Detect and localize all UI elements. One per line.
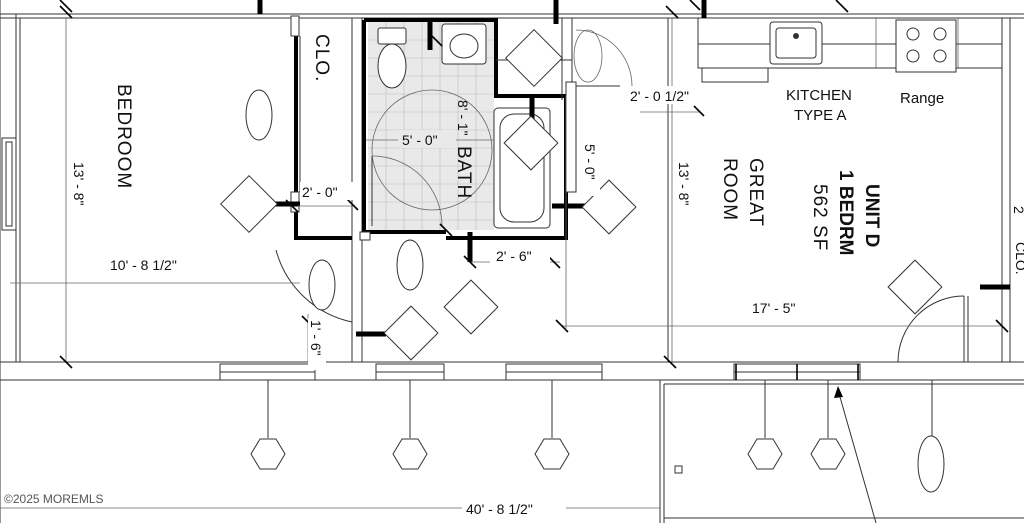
bathroom xyxy=(359,18,568,262)
watermark: ©2025 MOREMLS xyxy=(4,492,104,506)
dim-great-room-height: 13' - 8" xyxy=(676,162,692,205)
unit-type: 1 BEDRM xyxy=(835,170,856,256)
dim-overall-width-group: 40' - 8 1/2" xyxy=(0,498,660,518)
dim-hall-vertical: 5' - 0" xyxy=(582,144,598,180)
dim-bedroom-height: 13' - 8" xyxy=(71,162,87,205)
dim-door-side: 1' - 6" xyxy=(308,320,324,356)
dim-hall-vertical-group: 5' - 0" xyxy=(582,140,600,196)
dim-great-room-width: 17' - 5" xyxy=(752,300,795,316)
kitchen-label-line2: TYPE A xyxy=(794,107,847,124)
dim-bath-width-group: 5' - 0" xyxy=(398,130,456,148)
great-room-label-line1: GREAT xyxy=(745,158,766,227)
closet-label: CLO. xyxy=(311,34,332,82)
dim-great-room-height-group: 13' - 8" xyxy=(676,158,694,224)
dim-bedroom-width: 10' - 8 1/2" xyxy=(110,257,177,273)
exterior-lights xyxy=(250,380,933,523)
unit-area: 562 SF xyxy=(809,184,830,251)
bedroom-label: BEDROOM xyxy=(113,84,134,189)
kitchen-label-line1: KITCHEN xyxy=(786,87,852,104)
bedroom-door xyxy=(275,240,386,337)
balcony xyxy=(659,379,1024,523)
dim-bedroom-width-group: 10' - 8 1/2" xyxy=(104,256,208,274)
windows xyxy=(219,363,861,381)
dim-right-partial: 2 xyxy=(1011,206,1024,214)
dim-closet-depth-group: 2' - 0" xyxy=(300,182,354,200)
unit-name: UNIT D xyxy=(861,184,882,247)
bath-label: BATH xyxy=(453,146,474,199)
dim-bath-width: 5' - 0" xyxy=(402,132,438,148)
dim-kitchen-top: 2' - 0 1/2" xyxy=(630,88,689,104)
closet-right-label: CLO. xyxy=(1013,242,1024,275)
dim-bath-bottom-group: 2' - 6" xyxy=(490,246,550,264)
dim-closet-depth: 2' - 0" xyxy=(302,184,338,200)
great-room-label-line2: ROOM xyxy=(719,158,740,221)
dim-great-room-width-group: 17' - 5" xyxy=(746,298,820,316)
fixture-symbols xyxy=(220,29,945,493)
range-label: Range xyxy=(900,90,944,107)
dim-door-side-group: 1' - 6" xyxy=(308,318,326,370)
dim-bath-bottom: 2' - 6" xyxy=(496,248,532,264)
hall-closet xyxy=(496,18,633,209)
dim-kitchen-top-group: 2' - 0 1/2" xyxy=(626,86,716,104)
entry-door xyxy=(897,284,1010,363)
dim-bedroom-height-group: 13' - 8" xyxy=(71,158,90,224)
dim-overall-width: 40' - 8 1/2" xyxy=(466,501,533,517)
kitchen-counter xyxy=(697,17,1003,83)
dim-bath-height: 8' - 1" xyxy=(455,100,471,136)
